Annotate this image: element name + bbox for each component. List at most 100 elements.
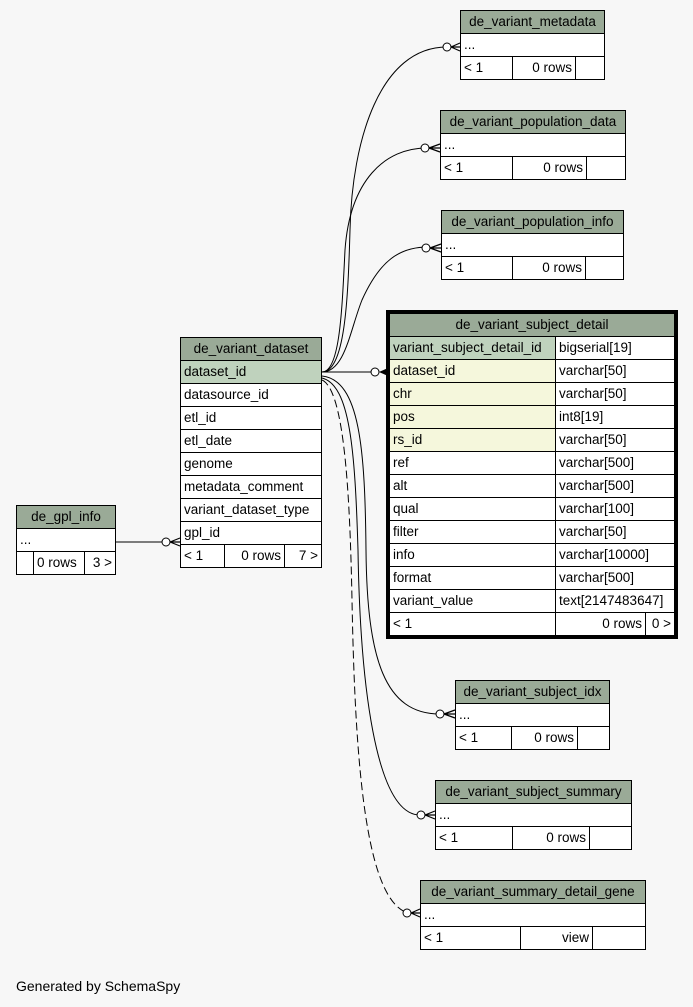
children-count [589,826,632,850]
crowsfoot-icon [410,908,421,918]
column-name[interactable]: pos [389,405,556,429]
edge-end-circle [442,42,452,52]
table-title[interactable]: de_variant_population_info [441,210,624,234]
columns-ellipsis: ... [435,803,632,827]
column-type: varchar[50] [555,428,675,452]
column-type: varchar[50] [555,382,675,406]
row-count: 0 rows [33,551,85,575]
parents-count [16,551,34,575]
edge-end-circle [420,143,430,153]
children-count: 0 > [645,612,675,636]
column-name[interactable]: format [389,566,556,590]
column-name[interactable]: etl_date [180,429,322,453]
crowsfoot-icon [450,42,461,52]
column-name[interactable]: variant_dataset_type [180,498,322,522]
arrow-icon [379,368,388,376]
column-type: varchar[50] [555,359,675,383]
column-type: int8[19] [555,405,675,429]
row-count: 0 rows [555,612,646,636]
table-title[interactable]: de_variant_subject_detail [389,313,675,337]
table-de-variant-subject-summary[interactable]: de_variant_subject_summary ... < 1 0 row… [435,780,632,850]
columns-ellipsis: ... [420,903,646,927]
edge-end-circle [402,908,412,918]
columns-ellipsis: ... [440,133,626,157]
children-count: 3 > [84,551,116,575]
edge-end-circle [370,367,380,377]
column-name[interactable]: variant_value [389,589,556,613]
table-title[interactable]: de_variant_subject_idx [455,680,610,704]
column-name[interactable]: etl_id [180,406,322,430]
column-type: varchar[500] [555,474,675,498]
column-type: text[2147483647] [555,589,675,613]
table-de-variant-subject-detail[interactable]: de_variant_subject_detail variant_subjec… [386,310,678,639]
parents-count: < 1 [460,56,513,80]
column-type: varchar[500] [555,566,675,590]
children-count [577,726,610,750]
row-count: 0 rows [512,56,576,80]
column-name[interactable]: rs_id [389,428,556,452]
table-de-variant-summary-detail-gene[interactable]: de_variant_summary_detail_gene ... < 1 v… [420,880,646,950]
table-title[interactable]: de_variant_metadata [460,10,605,34]
children-count [592,926,646,950]
table-de-variant-dataset[interactable]: de_variant_dataset dataset_id datasource… [180,337,322,568]
column-type: varchar[50] [555,520,675,544]
children-count: 7 > [284,544,322,568]
table-de-variant-population-info[interactable]: de_variant_population_info ... < 1 0 row… [441,210,624,280]
table-de-gpl-info[interactable]: de_gpl_info ... 0 rows 3 > [16,505,116,575]
row-count: 0 rows [512,156,587,180]
table-title[interactable]: de_variant_summary_detail_gene [420,880,646,904]
edge-to-population-info [321,246,429,373]
edge-end-circle [416,810,426,820]
column-name[interactable]: info [389,543,556,567]
row-count: 0 rows [224,544,285,568]
column-name[interactable]: alt [389,474,556,498]
table-title[interactable]: de_variant_dataset [180,337,322,361]
column-name[interactable]: dataset_id [180,360,322,384]
crowsfoot-icon [424,810,436,820]
row-count: 0 rows [512,826,590,850]
parents-count: < 1 [420,926,521,950]
column-name[interactable]: variant_subject_detail_id [389,336,556,360]
table-de-variant-metadata[interactable]: de_variant_metadata ... < 1 0 rows [460,10,605,80]
column-name[interactable]: datasource_id [180,383,322,407]
crowsfoot-icon [429,243,442,253]
children-count [585,256,624,280]
row-count: 0 rows [512,256,586,280]
edge-end-circle [161,537,171,547]
parents-count: < 1 [441,256,513,280]
column-name[interactable]: metadata_comment [180,475,322,499]
edge-to-metadata [321,46,448,373]
table-title[interactable]: de_variant_population_data [440,110,626,134]
column-name[interactable]: gpl_id [180,521,322,545]
parents-count: < 1 [389,612,556,636]
column-name[interactable]: filter [389,520,556,544]
crowsfoot-icon [428,143,441,153]
columns-ellipsis: ... [460,33,605,57]
table-de-variant-population-data[interactable]: de_variant_population_data ... < 1 0 row… [440,110,626,180]
column-name[interactable]: qual [389,497,556,521]
column-name[interactable]: ref [389,451,556,475]
edge-to-summary-detail-gene [321,379,409,914]
column-type: varchar[100] [555,497,675,521]
columns-ellipsis: ... [455,703,610,727]
children-count [575,56,605,80]
columns-ellipsis: ... [441,233,624,257]
edge-to-subject-summary [321,377,421,816]
parents-count: < 1 [435,826,513,850]
column-name[interactable]: chr [389,382,556,406]
crowsfoot-icon [169,537,181,547]
table-de-variant-subject-idx[interactable]: de_variant_subject_idx ... < 1 0 rows [455,680,610,750]
table-title[interactable]: de_variant_subject_summary [435,780,632,804]
table-title[interactable]: de_gpl_info [16,505,116,529]
column-name[interactable]: dataset_id [389,359,556,383]
generated-by-label: Generated by SchemaSpy [16,978,181,994]
column-name[interactable]: genome [180,452,322,476]
edge-end-circle [421,243,431,253]
edge-end-circle [435,709,445,719]
column-type: bigserial[19] [555,336,675,360]
edge-to-subject-idx [321,375,441,715]
columns-ellipsis: ... [16,528,116,552]
crowsfoot-icon [443,709,456,719]
column-type: varchar[10000] [555,543,675,567]
